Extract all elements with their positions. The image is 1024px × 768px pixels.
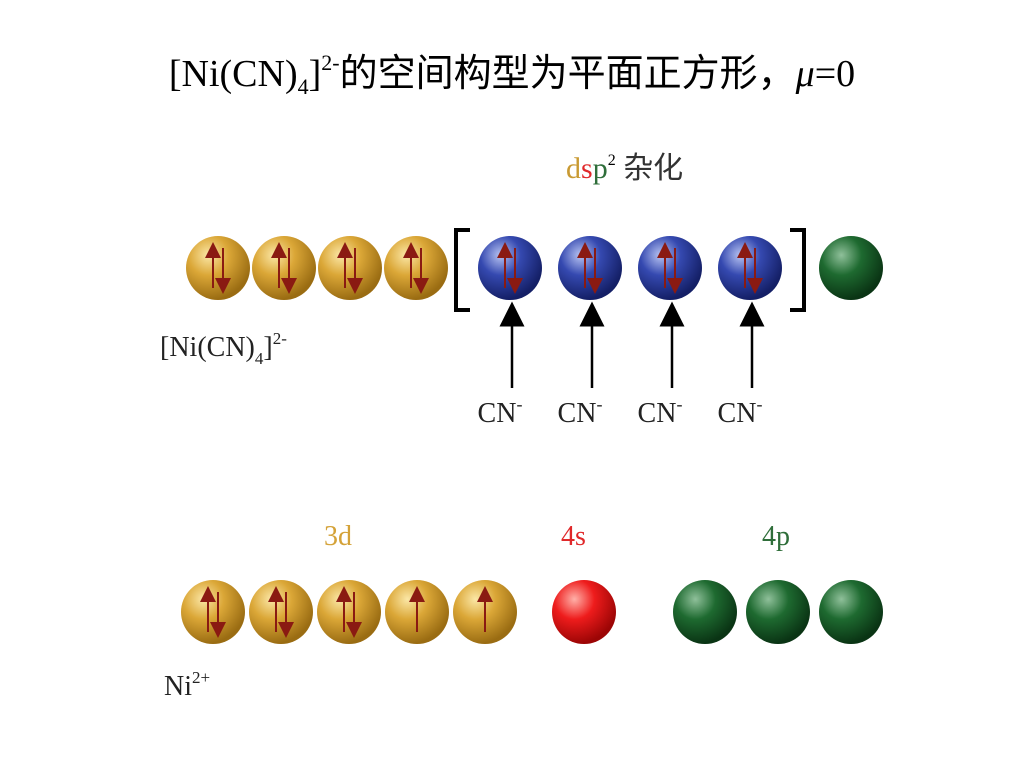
hybrid-bracket-left — [454, 228, 470, 312]
ion-4p-orbital — [673, 580, 737, 644]
orbital-sphere — [552, 580, 616, 644]
4p-label: 4p — [762, 521, 790, 552]
orbital-sphere — [186, 236, 250, 300]
complex-3d-orbital — [252, 236, 316, 300]
orbital-sphere — [478, 236, 542, 300]
ion-orbitals-row — [181, 580, 883, 644]
complex-3d-orbital — [186, 236, 250, 300]
complex-3d-orbital — [318, 236, 382, 300]
page-title: [Ni(CN)4]2-的空间构型为平面正方形，μ=0 — [168, 50, 856, 99]
dsp2-hybrid-orbital — [478, 236, 542, 300]
ion-3d-orbital — [249, 580, 313, 644]
ligand-label: CN- — [558, 394, 603, 429]
ion-3d-orbital — [317, 580, 381, 644]
orbital-sphere — [558, 236, 622, 300]
orbital-sphere — [252, 236, 316, 300]
orbital-sphere — [718, 236, 782, 300]
orbital-sphere — [318, 236, 382, 300]
complex-label: [Ni(CN)4]2- — [160, 329, 287, 368]
orbital-sphere — [181, 580, 245, 644]
dsp2-hybrid-orbital — [558, 236, 622, 300]
complex-orbitals-row — [186, 236, 883, 300]
dsp2-hybrid-orbital — [718, 236, 782, 300]
ligand-label: CN- — [718, 394, 763, 429]
orbital-sphere — [819, 236, 883, 300]
complex-4p-orbital — [819, 236, 883, 300]
ion-4p-orbital — [746, 580, 810, 644]
orbital-sphere — [673, 580, 737, 644]
ion-4s-orbital — [552, 580, 616, 644]
orbital-sphere — [819, 580, 883, 644]
ion-label: Ni2+ — [164, 668, 210, 702]
ion-4p-orbital — [819, 580, 883, 644]
hybrid-bracket-right — [790, 228, 806, 312]
ion-3d-orbital — [453, 580, 517, 644]
orbital-sphere — [317, 580, 381, 644]
ion-3d-orbital — [181, 580, 245, 644]
3d-label: 3d — [324, 521, 352, 552]
orbital-sphere — [746, 580, 810, 644]
orbital-sphere — [384, 236, 448, 300]
hybridization-label: dsp2 杂化 — [566, 152, 683, 185]
ligand-label: CN- — [478, 394, 523, 429]
orbital-sphere — [249, 580, 313, 644]
ligand-label: CN- — [638, 394, 683, 429]
4s-label: 4s — [561, 521, 586, 552]
ion-3d-orbital — [385, 580, 449, 644]
dsp2-hybrid-orbital — [638, 236, 702, 300]
orbital-sphere — [638, 236, 702, 300]
ligand-donations: CN- CN- CN- CN- — [478, 301, 765, 429]
complex-3d-orbital — [384, 236, 448, 300]
